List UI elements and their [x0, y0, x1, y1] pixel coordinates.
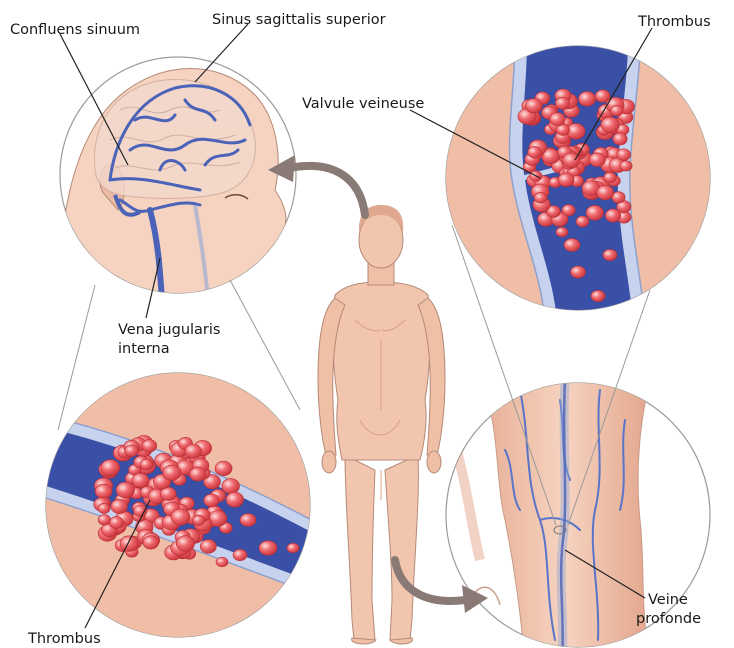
- free-blood-cell: [571, 266, 586, 278]
- blood-cell: [185, 444, 202, 458]
- free-blood-cell: [287, 543, 299, 553]
- blood-cell: [110, 517, 124, 529]
- blood-cell: [586, 205, 603, 220]
- blood-cell: [204, 494, 219, 507]
- head-magnifier: [60, 57, 296, 300]
- label-veine: Veine: [648, 592, 688, 608]
- blood-cell: [605, 209, 620, 222]
- blood-cell: [604, 172, 617, 183]
- blood-cell: [578, 92, 595, 107]
- valve-magnifier: [440, 40, 720, 320]
- blood-cell: [617, 149, 631, 161]
- blood-cell: [98, 515, 110, 526]
- blood-cell: [613, 133, 627, 145]
- label-profonde: profonde: [636, 611, 701, 627]
- blood-cell: [200, 540, 216, 554]
- free-blood-cell: [591, 290, 605, 301]
- blood-cell: [550, 113, 566, 126]
- blood-cell: [132, 473, 149, 488]
- blood-cell: [142, 440, 157, 453]
- blood-cell: [525, 99, 542, 113]
- blood-cell: [193, 515, 205, 525]
- clot-magnifier: [20, 370, 330, 648]
- label-thrombus-top: Thrombus: [637, 14, 711, 30]
- blood-cell: [215, 461, 232, 476]
- free-blood-cell: [240, 514, 256, 527]
- blood-cell: [189, 467, 205, 481]
- blood-cell: [597, 185, 614, 199]
- blood-cell: [143, 536, 159, 549]
- blood-cell: [562, 205, 575, 216]
- free-blood-cell: [233, 549, 247, 560]
- blood-cell: [116, 482, 134, 498]
- blood-cell: [558, 173, 574, 187]
- blood-cell: [226, 492, 244, 507]
- label-valvule-veineuse: Valvule veineuse: [302, 96, 424, 112]
- free-blood-cell: [556, 227, 568, 237]
- blood-cell: [98, 503, 110, 513]
- blood-cell: [176, 536, 194, 552]
- free-blood-cell: [216, 557, 228, 567]
- blood-cell: [111, 499, 128, 513]
- label-vena-jugularis-interna: interna: [118, 341, 170, 357]
- label-confluens-sinuum: Confluens sinuum: [10, 22, 140, 38]
- blood-cell: [120, 536, 138, 552]
- blood-cell: [528, 146, 542, 158]
- blood-cell: [101, 460, 120, 476]
- blood-cell: [163, 465, 181, 480]
- blood-cell: [601, 117, 619, 133]
- label-vena-jugularis: Vena jugularis: [118, 322, 220, 338]
- label-sinus-sagittalis-superior: Sinus sagittalis superior: [212, 12, 386, 28]
- blood-cell: [611, 105, 624, 116]
- blood-cell: [589, 153, 605, 167]
- blood-cell: [171, 509, 190, 525]
- label-thrombus-bottom: Thrombus: [27, 631, 101, 647]
- free-blood-cell: [259, 541, 277, 555]
- blood-cell: [140, 459, 153, 470]
- blood-cell: [576, 216, 589, 227]
- blood-cell: [95, 484, 112, 498]
- blood-cell: [620, 161, 632, 171]
- human-body-figure: [318, 205, 445, 644]
- free-blood-cell: [603, 249, 617, 260]
- free-blood-cell: [564, 239, 580, 252]
- blood-cell: [555, 97, 569, 109]
- blood-cell: [125, 445, 139, 457]
- blood-cell: [534, 192, 547, 203]
- blood-cell: [222, 479, 240, 494]
